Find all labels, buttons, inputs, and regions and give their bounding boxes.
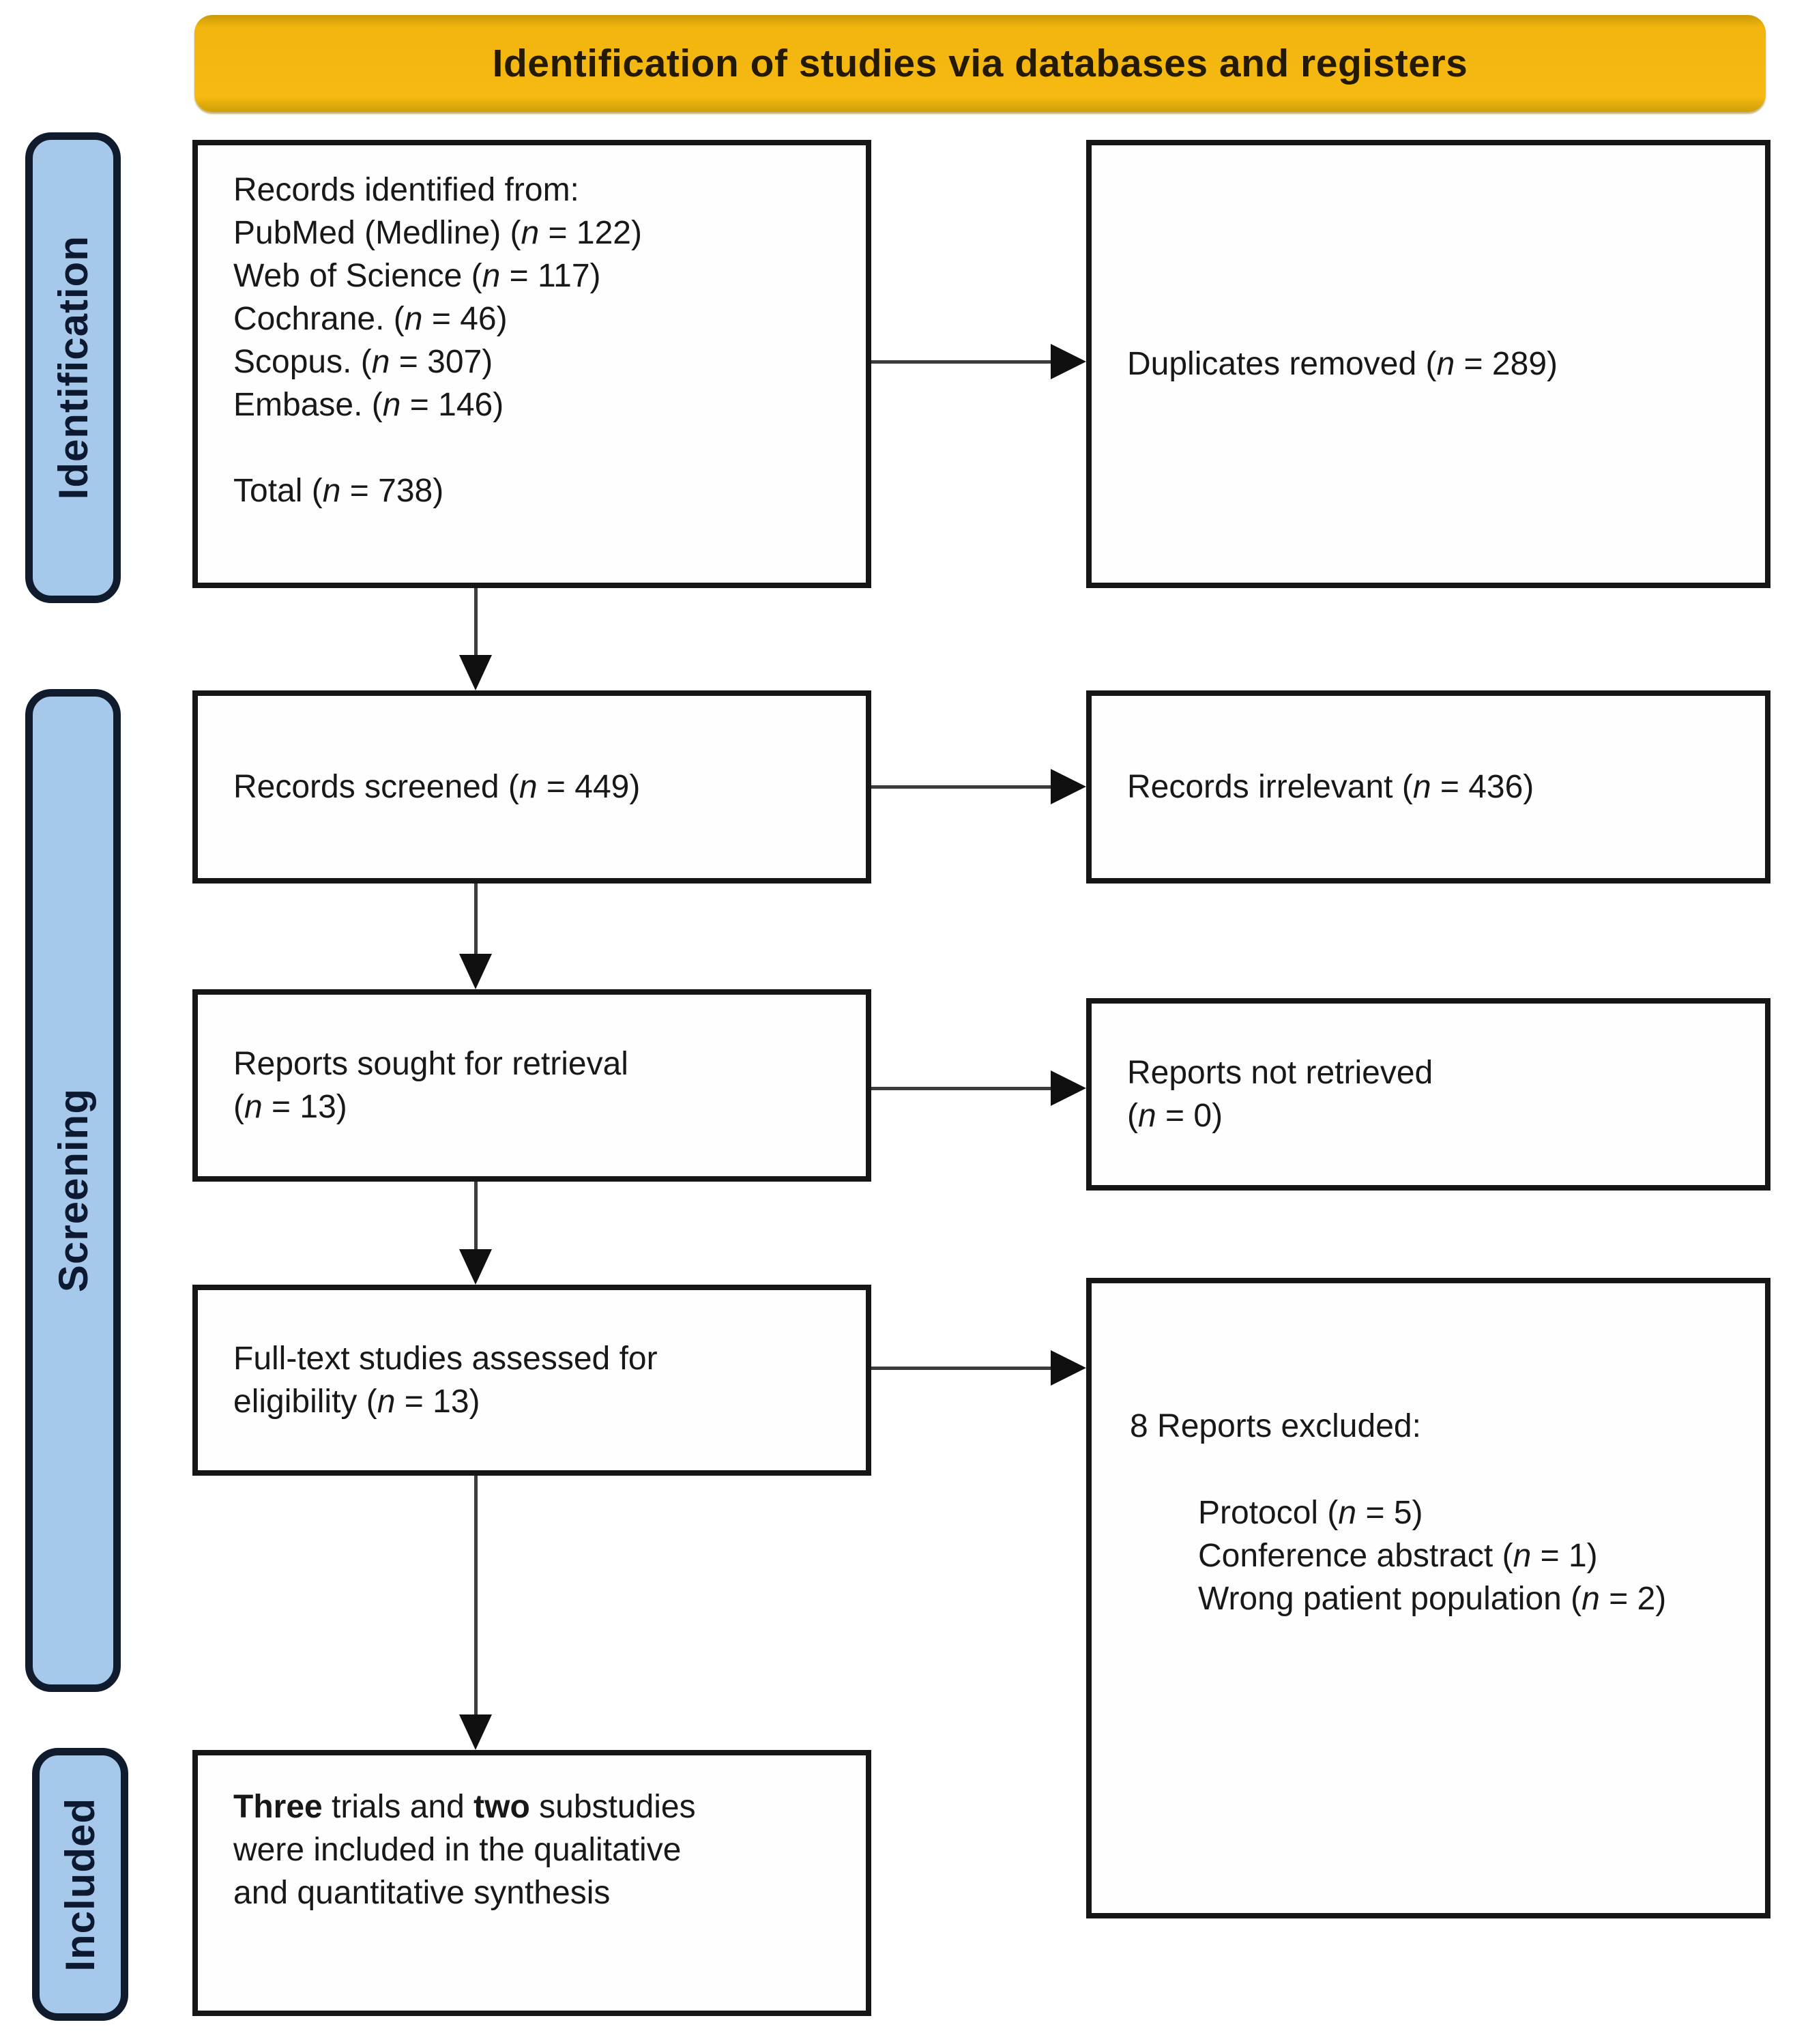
arrowhead-right-icon [1051,344,1086,379]
sidebar-stage-screening: Screening [25,689,121,1692]
stage-label-included: Included [57,1797,103,1972]
arrowhead-down-icon [459,655,492,690]
box-reports-not-retrieved: Reports not retrieved(n = 0) [1086,998,1770,1191]
box-reports-sought: Reports sought for retrieval(n = 13) [192,989,871,1182]
arrow-line [871,360,1051,364]
reports-excluded-title: 8 Reports excluded: [1130,1408,1421,1444]
arrow-line [871,1367,1051,1370]
stage-label-identification: Identification [50,235,96,500]
duplicates-removed-text: Duplicates removed (n = 289) [1127,346,1558,382]
box-reports-excluded: 8 Reports excluded: Protocol (n = 5)Conf… [1086,1278,1770,1918]
reports-not-retrieved-text: Reports not retrieved(n = 0) [1127,1055,1433,1134]
reports-sought-text: Reports sought for retrieval(n = 13) [233,1046,628,1125]
box-duplicates-removed: Duplicates removed (n = 289) [1086,140,1770,588]
arrow-line [474,1182,478,1249]
arrowhead-down-icon [459,1714,492,1750]
box-records-irrelevant: Records irrelevant (n = 436) [1086,690,1770,884]
sidebar-stage-included: Included [32,1748,128,2021]
arrow-line [474,884,478,954]
reports-excluded-items: Protocol (n = 5)Conference abstract (n =… [1198,1495,1667,1617]
arrow-line [474,1476,478,1714]
arrowhead-right-icon [1051,769,1086,804]
box-records-identified: Records identified from:PubMed (Medline)… [192,140,871,588]
arrow-line [474,588,478,655]
stage-label-screening: Screening [50,1088,96,1293]
records-identified-text: Records identified from:PubMed (Medline)… [233,172,642,509]
arrow-line [871,785,1051,789]
arrow-line [871,1087,1051,1090]
arrowhead-down-icon [459,954,492,989]
records-screened-text: Records screened (n = 449) [233,769,641,805]
arrowhead-down-icon [459,1249,492,1285]
sidebar-stage-identification: Identification [25,132,121,603]
title-banner: Identification of studies via databases … [194,15,1766,112]
arrowhead-right-icon [1051,1070,1086,1106]
banner-title: Identification of studies via databases … [492,42,1468,85]
box-records-screened: Records screened (n = 449) [192,690,871,884]
records-irrelevant-text: Records irrelevant (n = 436) [1127,769,1534,805]
arrowhead-right-icon [1051,1350,1086,1386]
